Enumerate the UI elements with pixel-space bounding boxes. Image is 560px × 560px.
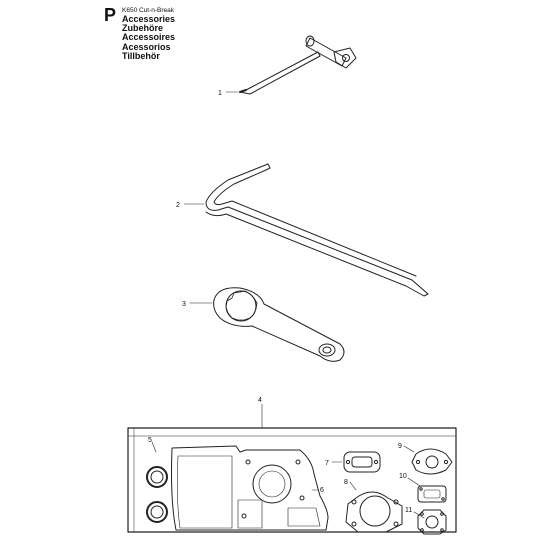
intake-gasket [403,445,453,475]
part-t-wrench [225,35,357,95]
callout-7: 7 [325,460,329,467]
title-en: Accessories [122,14,176,24]
model-name: K650 Cut-n-Break [122,7,175,14]
callout-3: 3 [182,301,186,308]
callout-9: 9 [398,443,402,450]
callout-1: 1 [218,90,222,97]
callout-4: 4 [258,397,262,404]
title-fr: Accessoires [122,32,176,43]
title-de: Zubehöre [122,23,164,34]
square-gasket-11 [413,509,447,535]
title-pt: Acessorios [122,41,171,52]
title-block: K650 Cut-n-Break Accessories Zubehöre Ac… [122,7,175,61]
callout-8: 8 [344,479,348,486]
callout-5: 5 [148,437,152,444]
part-hook-rod [183,163,429,297]
callout-2: 2 [176,202,180,209]
callout-6: 6 [320,487,324,494]
section-letter: P [104,5,117,25]
o-rings [146,441,168,523]
crankcase-gasket [171,445,329,531]
callout-11: 11 [405,507,412,514]
callout-10: 10 [399,473,407,480]
exhaust-gasket [331,451,381,473]
small-gasket-10 [407,477,447,503]
part-gasket-kit [127,403,457,535]
title-sv: Tillbehör [122,50,160,61]
part-pulley-wrench [189,287,345,362]
cylinder-gasket [345,481,403,533]
